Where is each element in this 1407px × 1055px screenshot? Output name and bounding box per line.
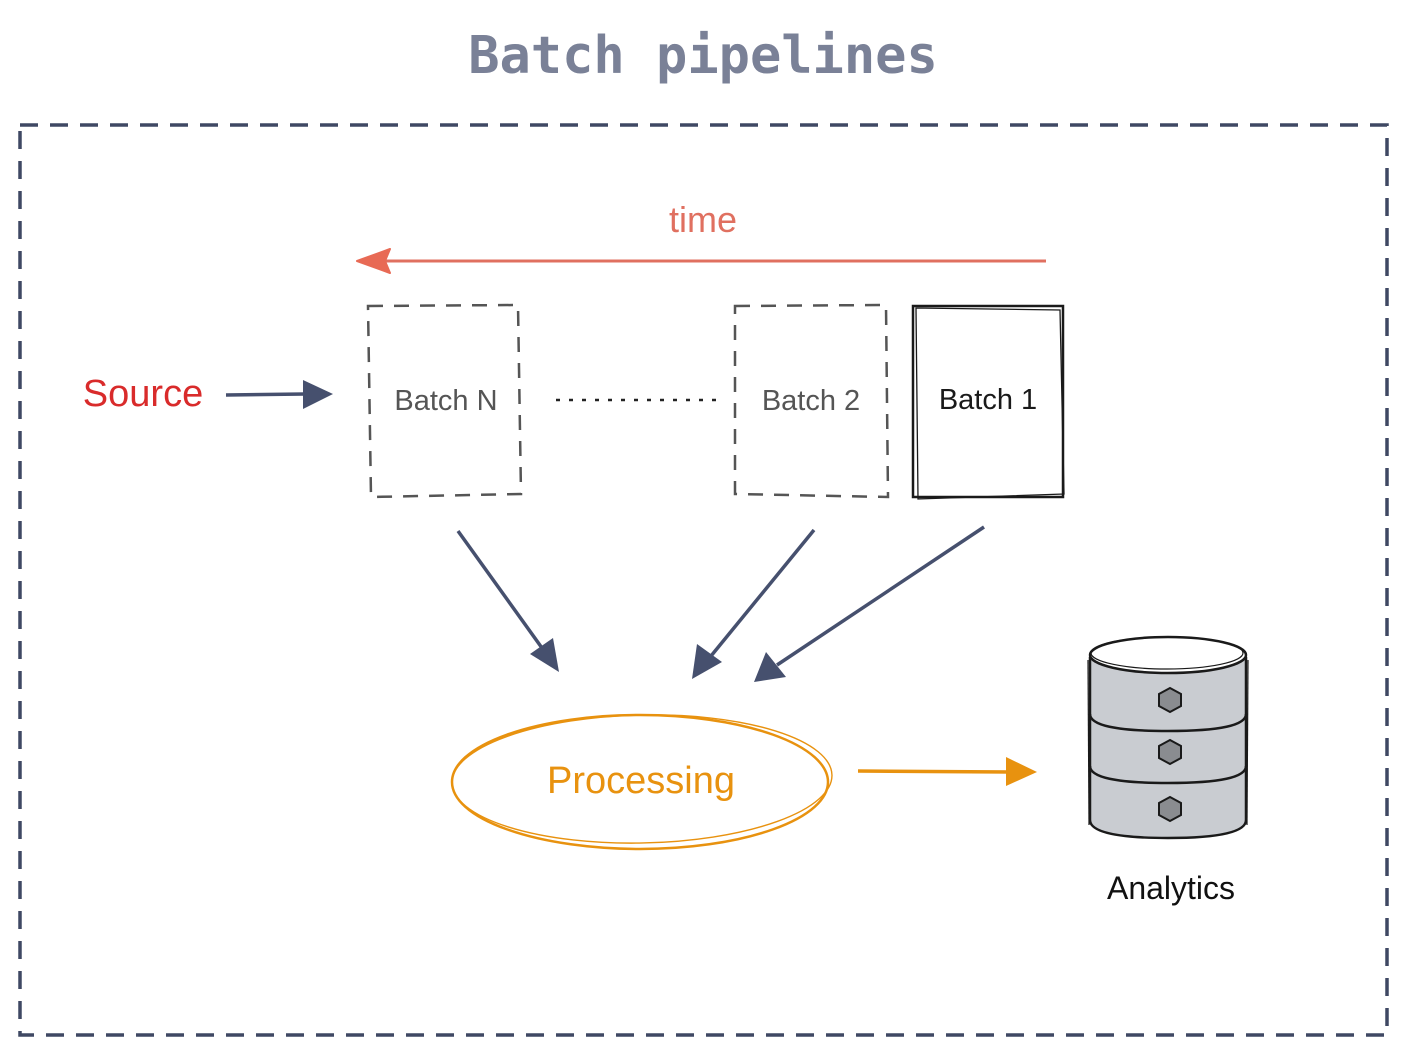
batch-1-box [911, 304, 1065, 500]
arrow-batch-n-to-processing [456, 529, 559, 672]
source-label: Source [83, 373, 203, 415]
batch-2-box [733, 303, 890, 499]
database-icon [1087, 635, 1249, 840]
batch-1-label: Batch 1 [939, 384, 1037, 416]
arrow-processing-to-analytics [857, 757, 1037, 786]
page-title: Batch pipelines [468, 26, 938, 86]
processing-ellipse [450, 713, 833, 851]
source-arrow [225, 380, 333, 409]
time-arrow [356, 248, 1046, 274]
batch-2-label: Batch 2 [762, 385, 860, 417]
batch-n-box [366, 303, 523, 499]
analytics-label: Analytics [1107, 870, 1235, 906]
time-label: time [669, 199, 737, 240]
batch-n-label: Batch N [394, 385, 497, 417]
arrow-batch-1-to-processing [754, 525, 985, 682]
processing-label: Processing [547, 760, 735, 802]
arrow-batch-2-to-processing [692, 528, 816, 679]
